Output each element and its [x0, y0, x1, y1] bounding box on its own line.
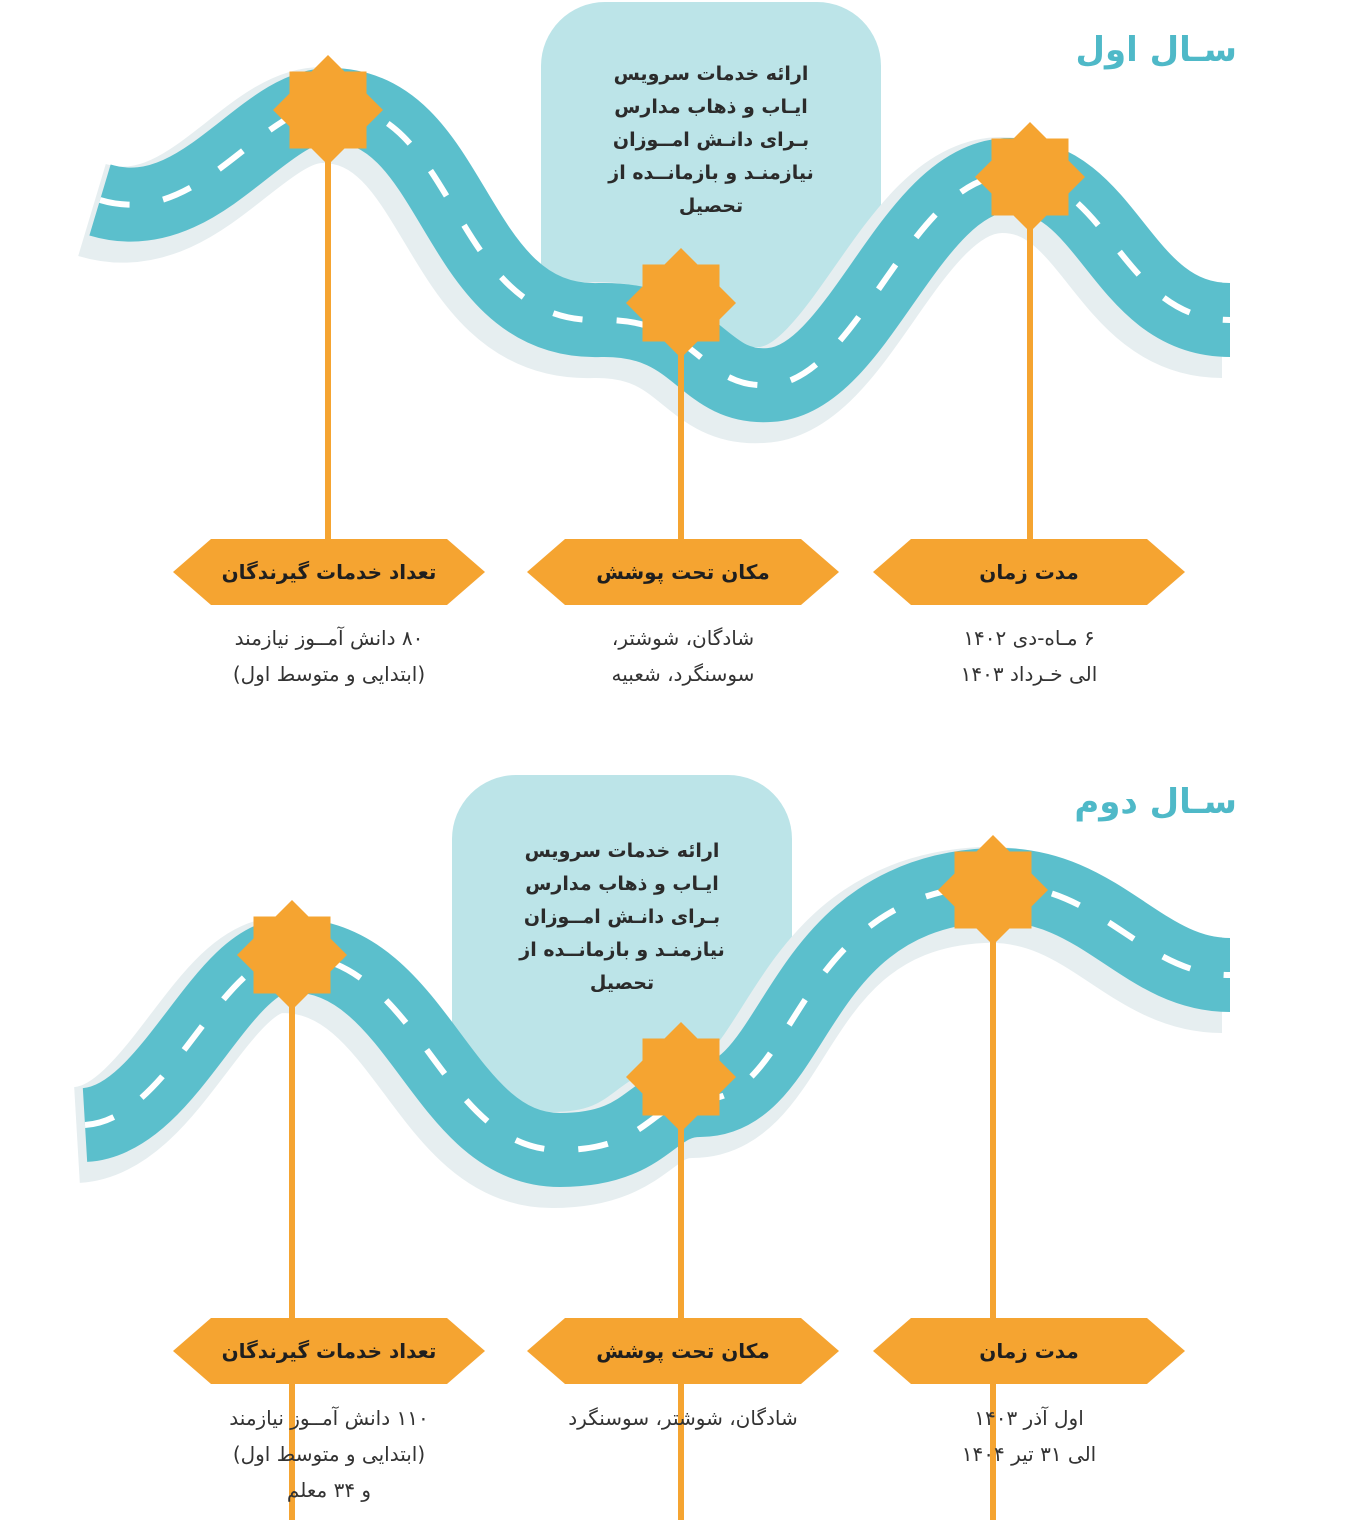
value-line: ۸۰ دانش آمــوز نیازمند: [234, 626, 424, 650]
description-line: ارائه خدمات سرویس: [524, 840, 720, 862]
value-coverage: شادگان، شوشتر، سوسنگرد، شعبیه: [527, 620, 839, 692]
connector-stem: [1027, 165, 1033, 550]
year-one-section: سـال اول ارائه خدمات سرویس ایـاب و ذهاب …: [78, 2, 1237, 692]
star-badge: [273, 55, 383, 165]
value-line: اول آذر ۱۴۰۳: [974, 1406, 1084, 1430]
value-line: ۱۱۰ دانش آمــوز نیازمند: [229, 1406, 429, 1430]
label-coverage: مکان تحت پوشش: [527, 1318, 839, 1384]
connector-stem: [678, 300, 684, 550]
description-line: نیازمنـد و بازمانــده از: [608, 162, 814, 184]
value-line: سوسنگرد، شعبیه: [611, 662, 755, 686]
description-line: بـرای دانـش امــوزان: [523, 906, 721, 928]
value-line: ۶ مـاه-دی ۱۴۰۲: [963, 626, 1095, 650]
connector-stem: [289, 950, 295, 1520]
section-title: سـال دوم: [1074, 782, 1237, 822]
connector-stem: [325, 100, 331, 550]
label-text: مکان تحت پوشش: [596, 1339, 770, 1363]
description-text: ارائه خدمات سرویس ایـاب و ذهاب مدارس بـر…: [551, 58, 871, 223]
value-line: و ۳۴ معلم: [286, 1478, 372, 1502]
label-duration: مدت زمان: [873, 1318, 1185, 1384]
label-duration: مدت زمان: [873, 539, 1185, 605]
star-badge: [626, 248, 736, 358]
value-line: (ابتدایی و متوسط اول): [232, 1442, 426, 1466]
star-badge: [237, 900, 347, 1010]
label-text: تعداد خدمات گیرندگان: [221, 560, 437, 584]
description-line: بـرای دانـش امــوزان: [612, 129, 810, 151]
label-recipients: تعداد خدمات گیرندگان: [173, 539, 485, 605]
description-line: تحصیل: [589, 972, 655, 994]
section-title: سـال اول: [1075, 30, 1237, 70]
description-line: نیازمنـد و بازمانــده از: [519, 939, 725, 961]
year-two-section: سـال دوم ارائه خدمات سرویس ایـاب و ذهاب …: [0, 760, 1345, 1520]
label-text: مدت زمان: [979, 1339, 1079, 1363]
value-recipients: ۸۰ دانش آمــوز نیازمند (ابتدایی و متوسط …: [173, 620, 485, 692]
star-badge: [626, 1022, 736, 1132]
value-recipients: ۱۱۰ دانش آمــوز نیازمند (ابتدایی و متوسط…: [173, 1400, 485, 1508]
value-line: شادگان، شوشتر، سوسنگرد: [568, 1406, 798, 1430]
star-badge: [938, 835, 1048, 945]
description-line: ایـاب و ذهاب مدارس: [525, 873, 719, 895]
connector-stem: [990, 890, 996, 1520]
description-line: ارائه خدمات سرویس: [613, 63, 809, 85]
description-line: تحصیل: [678, 195, 744, 217]
value-line: الی خـرداد ۱۴۰۳: [960, 662, 1098, 686]
label-recipients: تعداد خدمات گیرندگان: [173, 1318, 485, 1384]
label-text: مکان تحت پوشش: [596, 560, 770, 584]
value-line: (ابتدایی و متوسط اول): [232, 662, 426, 686]
description-line: ایـاب و ذهاب مدارس: [614, 96, 808, 118]
connector-stem: [678, 1080, 684, 1520]
value-line: شادگان، شوشتر،: [611, 626, 755, 650]
value-duration: اول آذر ۱۴۰۳ الی ۳۱ تیر ۱۴۰۴: [873, 1400, 1185, 1472]
label-text: تعداد خدمات گیرندگان: [221, 1339, 437, 1363]
value-coverage: شادگان، شوشتر، سوسنگرد: [527, 1400, 839, 1436]
value-duration: ۶ مـاه-دی ۱۴۰۲ الی خـرداد ۱۴۰۳: [873, 620, 1185, 692]
value-line: الی ۳۱ تیر ۱۴۰۴: [961, 1442, 1097, 1466]
star-badge: [975, 122, 1085, 232]
label-text: مدت زمان: [979, 560, 1079, 584]
label-coverage: مکان تحت پوشش: [527, 539, 839, 605]
winding-road: [69, 846, 1232, 1209]
description-text: ارائه خدمات سرویس ایـاب و ذهاب مدارس بـر…: [462, 835, 782, 1000]
